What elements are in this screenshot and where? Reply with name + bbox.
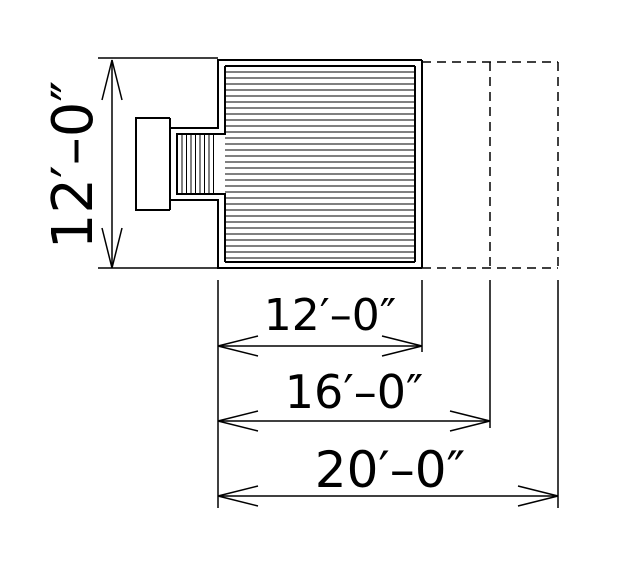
height-arrow-top: [101, 59, 123, 101]
stair-landing: [135, 117, 218, 211]
height-dimension: [98, 57, 218, 269]
landing-outline: [135, 117, 170, 211]
arrow-20ft-right: [517, 485, 559, 507]
deck-outline: [169, 59, 423, 269]
arrow-16ft-right: [449, 410, 491, 432]
height-dimension-label: 12′–0″: [41, 81, 106, 250]
arrow-16ft-left: [217, 410, 259, 432]
deck-boards: [225, 71, 415, 259]
width-16ft-label: 16′–0″: [285, 365, 423, 419]
width-12ft-label: 12′–0″: [264, 290, 396, 341]
width-dimensions: [217, 280, 559, 508]
deck-outer-outline: [169, 59, 422, 269]
arrow-12ft-left: [217, 335, 259, 357]
arrow-12ft-right: [381, 335, 423, 357]
width-20ft-label: 20′–0″: [315, 441, 465, 499]
stair-treads: [181, 134, 214, 194]
height-arrow-bottom: [101, 227, 123, 269]
deck-inner-outline: [176, 66, 226, 262]
arrow-20ft-left: [217, 485, 259, 507]
future-expansion: [422, 61, 559, 269]
